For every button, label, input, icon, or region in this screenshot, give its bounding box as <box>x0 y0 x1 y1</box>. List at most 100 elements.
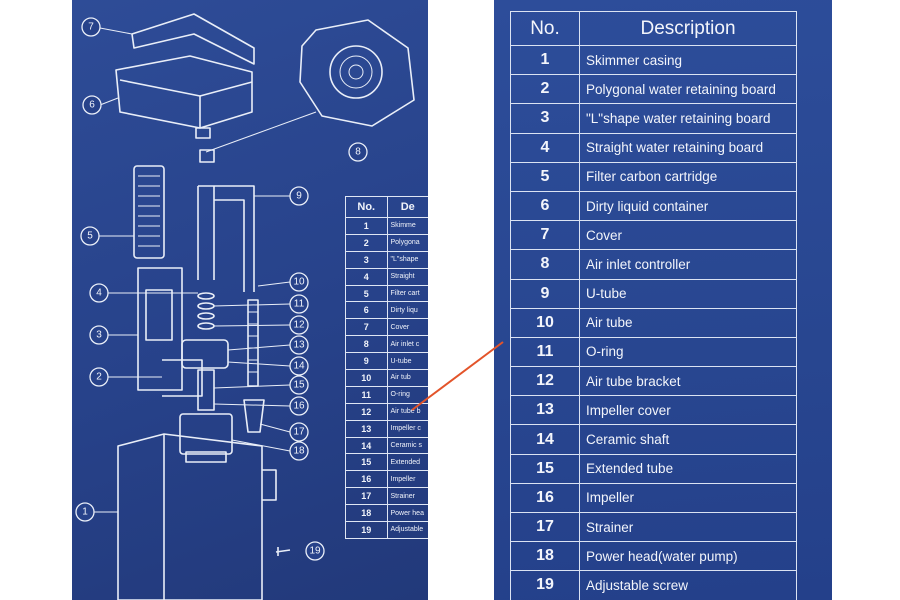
callout-6: 6 <box>82 95 102 115</box>
row-description: Ceramic shaft <box>579 424 797 455</box>
callout-5: 5 <box>80 226 100 246</box>
svg-text:12: 12 <box>293 320 305 331</box>
svg-text:16: 16 <box>293 401 305 412</box>
row-number: 8 <box>510 249 580 280</box>
callout-18: 18 <box>289 441 309 461</box>
row-description: Adjustable <box>386 521 428 539</box>
air-inlet-detail-drawing <box>199 19 415 163</box>
row-number: 3 <box>510 103 580 134</box>
row-description: Extended tube <box>579 453 797 484</box>
container-drawing <box>115 55 253 139</box>
svg-text:1: 1 <box>82 507 88 518</box>
small-table-header-no: No. <box>345 196 388 218</box>
row-number: 10 <box>510 307 580 338</box>
svg-text:18: 18 <box>293 446 305 457</box>
callout-11: 11 <box>289 294 309 314</box>
row-number: 17 <box>510 511 580 543</box>
diagram-photo-panel: 7 6 8 9 5 4 3 2 1 10 11 12 13 14 15 16 1… <box>72 0 428 600</box>
casing-drawing <box>117 413 277 600</box>
row-description: Cover <box>579 220 797 251</box>
row-description: Polygonal water retaining board <box>579 74 797 105</box>
header-no: No. <box>510 11 580 46</box>
svg-text:11: 11 <box>294 299 305 310</box>
row-description: Dirty liquid container <box>579 190 797 222</box>
svg-text:14: 14 <box>293 361 305 372</box>
row-description: Adjustable screw <box>579 570 797 600</box>
svg-text:9: 9 <box>296 191 302 202</box>
row-description: U-tube <box>579 278 797 309</box>
row-number: 15 <box>510 453 580 484</box>
pointer-line <box>411 341 504 411</box>
cover-drawing <box>131 13 255 65</box>
callout-16: 16 <box>289 396 309 416</box>
callout-10: 10 <box>289 272 309 292</box>
row-number: 13 <box>510 395 580 426</box>
svg-text:17: 17 <box>293 427 305 438</box>
svg-text:3: 3 <box>96 330 102 341</box>
callout-19: 19 <box>305 541 325 561</box>
svg-text:19: 19 <box>309 546 321 557</box>
svg-text:5: 5 <box>87 231 93 242</box>
callout-17: 17 <box>289 422 309 442</box>
exploded-diagram: 7 6 8 9 5 4 3 2 1 10 11 12 13 14 15 16 1… <box>75 13 415 600</box>
callout-3: 3 <box>89 325 109 345</box>
svg-text:13: 13 <box>293 340 305 351</box>
callout-2: 2 <box>89 367 109 387</box>
callout-13: 13 <box>289 335 309 355</box>
callout-9: 9 <box>289 186 309 206</box>
row-number: 18 <box>345 504 388 523</box>
callout-1: 1 <box>75 502 95 522</box>
callout-4: 4 <box>89 283 109 303</box>
row-number: 5 <box>510 161 580 192</box>
callout-12: 12 <box>289 315 309 335</box>
small-table-header-desc: De <box>386 196 428 218</box>
filter-cartridge-drawing <box>133 165 165 259</box>
row-description: Power hea <box>386 504 428 523</box>
row-number: 1 <box>510 44 580 76</box>
row-number: 2 <box>510 74 580 105</box>
svg-text:6: 6 <box>89 100 95 111</box>
row-description: Straight water retaining board <box>579 132 797 163</box>
svg-text:4: 4 <box>96 288 102 299</box>
row-number: 18 <box>510 541 580 572</box>
svg-text:2: 2 <box>96 372 102 383</box>
svg-text:7: 7 <box>88 22 94 33</box>
row-description: Skimmer casing <box>579 44 797 76</box>
leader-lines <box>94 27 291 513</box>
small-table-header: No. De <box>345 196 428 218</box>
row-description: Power head(water pump) <box>579 541 797 572</box>
row-description: Filter carbon cartridge <box>579 161 797 192</box>
callout-15: 15 <box>289 375 309 395</box>
screw-drawing <box>275 547 291 556</box>
table-row: 3"L"shape <box>345 250 428 269</box>
callout-14: 14 <box>289 356 309 376</box>
u-tube-drawing <box>197 185 255 292</box>
callout-7: 7 <box>81 17 101 37</box>
